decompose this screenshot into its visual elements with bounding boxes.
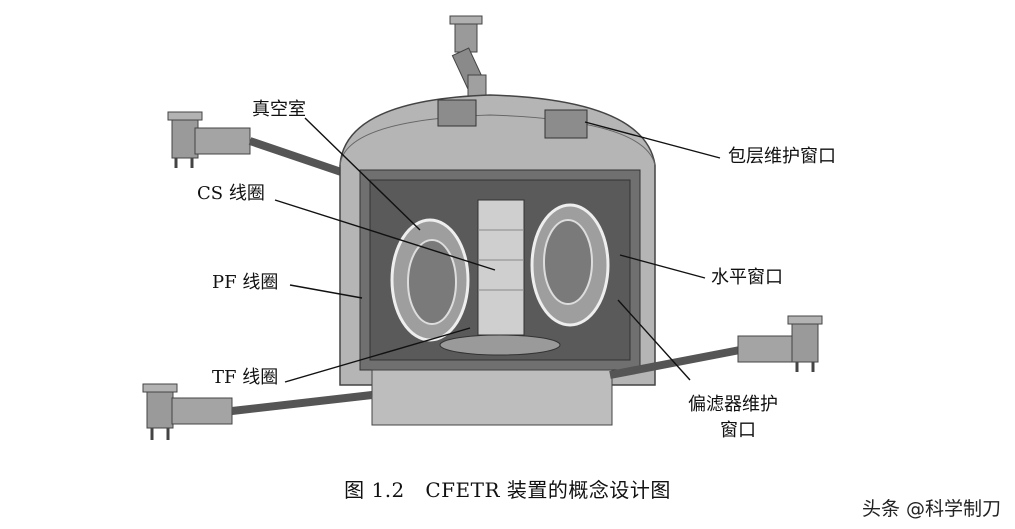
- leader-lines: [274, 117, 721, 383]
- leader-pf-coil: [289, 284, 363, 299]
- leader-blanket-port: [584, 121, 721, 159]
- watermark: 头条 @科学制刀: [861, 498, 1001, 520]
- top-pipe-assembly: [449, 15, 487, 104]
- label-tf-coil: TF 线圈: [212, 367, 279, 388]
- label-divertor-port-line2: 窗口: [720, 420, 756, 441]
- label-pf-coil: PF 线圈: [212, 272, 279, 293]
- label-divertor-port-line1: 偏滤器维护: [688, 394, 778, 415]
- label-cs-coil: CS 线圈: [197, 183, 265, 204]
- leader-tf-coil: [284, 327, 471, 383]
- leader-divertor-port: [617, 299, 691, 381]
- label-horizontal-port: 水平窗口: [711, 267, 783, 288]
- left-lower-pipe: [142, 383, 373, 440]
- label-blanket-port: 包层维护窗口: [728, 146, 836, 167]
- cryostat-body: [339, 94, 656, 426]
- figure-caption: 图 1.2 CFETR 装置的概念设计图: [344, 478, 671, 502]
- label-vacuum-vessel: 真空室: [252, 99, 306, 120]
- leader-vacuum-vessel: [304, 117, 421, 231]
- left-upper-pipe: [167, 111, 352, 179]
- leader-cs-coil: [274, 199, 496, 271]
- leader-horizontal-port: [619, 254, 706, 279]
